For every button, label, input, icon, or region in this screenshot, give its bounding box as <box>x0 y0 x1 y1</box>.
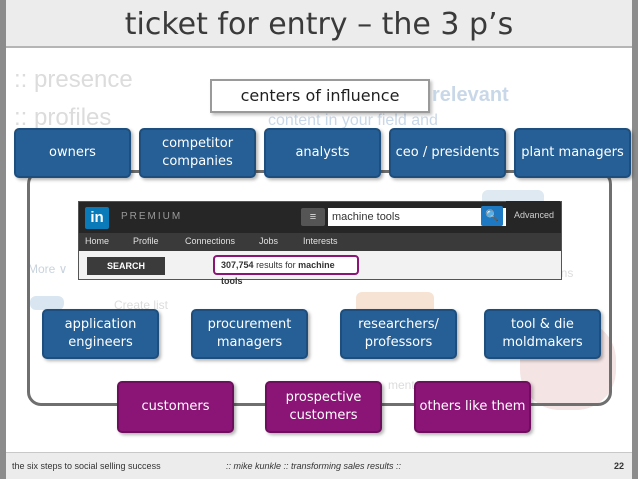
box-plant-managers: plant managers <box>514 128 631 178</box>
box-procurement-managers: procurement managers <box>191 309 308 359</box>
search-button[interactable]: SEARCH <box>87 257 165 275</box>
bg-create-list: Create list <box>114 298 169 312</box>
menu-icon[interactable]: ≡ <box>301 208 325 226</box>
bg-decoration <box>30 296 64 310</box>
footer-author: :: mike kunkle :: transforming sales res… <box>226 461 402 471</box>
bg-text-content: content in your field and <box>268 112 438 129</box>
results-count-highlight: 307,754 results for machine tools <box>213 255 359 286</box>
nav-profile[interactable]: Profile <box>133 236 159 246</box>
search-results-bar: SEARCH 307,754 results for machine tools <box>79 251 561 286</box>
results-query: machine tools <box>221 260 335 286</box>
linkedin-nav: Home Profile Connections Jobs Interests <box>79 233 561 251</box>
nav-connections[interactable]: Connections <box>185 236 236 246</box>
footer-title: the six steps to social selling success <box>12 461 161 471</box>
slide-frame-right <box>632 0 638 479</box>
box-customers: customers <box>117 381 234 433</box>
nav-interests[interactable]: Interests <box>303 236 338 246</box>
nav-home[interactable]: Home <box>85 236 110 246</box>
centers-of-influence-label: centers of influence <box>210 79 430 113</box>
bg-more-link: More ∨ <box>28 262 68 276</box>
premium-label: PREMIUM <box>121 211 183 222</box>
box-ceo-presidents: ceo / presidents <box>389 128 506 178</box>
bg-text-relevant: relevant <box>432 84 509 106</box>
slide-frame-left <box>0 0 6 479</box>
box-application-engineers: application engineers <box>42 309 159 359</box>
results-count: 307,754 <box>221 260 254 270</box>
box-researchers-professors: researchers/ professors <box>340 309 457 359</box>
box-analysts: analysts <box>264 128 381 178</box>
box-competitor-companies: competitor companies <box>139 128 256 178</box>
nav-jobs[interactable]: Jobs <box>259 236 279 246</box>
slide-footer: the six steps to social selling success … <box>6 452 632 479</box>
box-others-like-them: others like them <box>414 381 531 433</box>
search-go-icon[interactable]: 🔍 <box>481 206 503 226</box>
advanced-link[interactable]: Advanced <box>514 210 555 220</box>
box-prospective-customers: prospective customers <box>265 381 382 433</box>
page-number: 22 <box>613 461 624 471</box>
bg-bullet-presence: :: presence <box>14 66 133 93</box>
bg-bullet-profiles: :: profiles <box>14 104 112 131</box>
results-text: results for <box>256 260 296 270</box>
bg-comments: ments <box>388 378 421 392</box>
slide-title: ticket for entry – the 3 p’s <box>6 0 632 48</box>
linkedin-logo[interactable]: in <box>85 207 109 229</box>
linkedin-header-extension: Advanced <box>506 201 560 232</box>
box-owners: owners <box>14 128 131 178</box>
box-tool-die-moldmakers: tool & die moldmakers <box>484 309 601 359</box>
